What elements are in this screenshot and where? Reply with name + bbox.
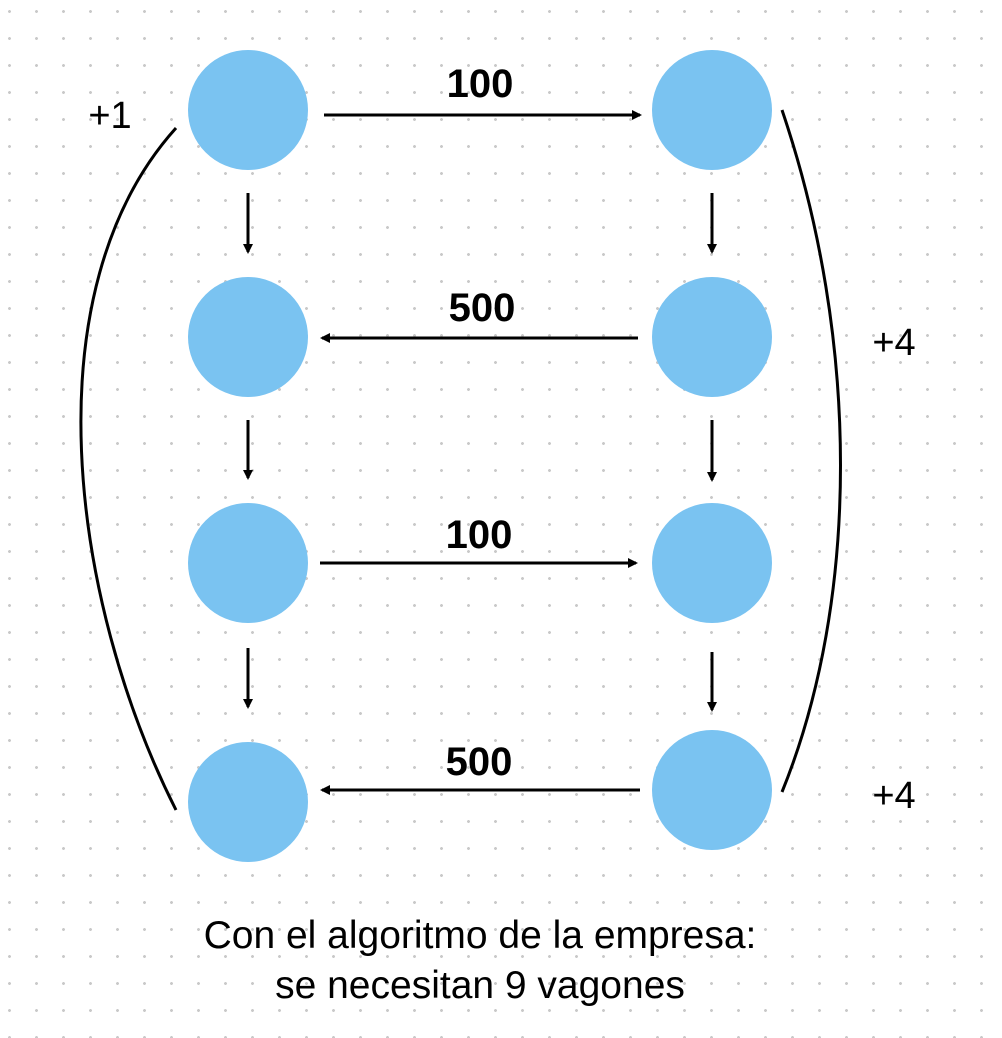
node-right-4 [652, 730, 772, 850]
node-left-2 [188, 277, 308, 397]
node-left-1 [188, 50, 308, 170]
caption-line-2: se necesitan 9 vagones [275, 964, 685, 1007]
increment-label-right-upper: +4 [872, 322, 915, 364]
left-bracket-curve [79, 126, 178, 811]
node-right-3 [652, 503, 772, 623]
edge-label-row-4: 500 [446, 740, 513, 784]
right-bracket-curve [780, 109, 842, 793]
increment-label-right-lower: +4 [872, 775, 915, 817]
increment-label-left: +1 [88, 95, 131, 137]
caption-line-1: Con el algoritmo de la empresa: [203, 914, 757, 957]
edge-label-row-2: 500 [449, 286, 516, 330]
node-right-2 [652, 277, 772, 397]
edge-label-row-3: 100 [446, 513, 513, 557]
node-left-3 [188, 503, 308, 623]
node-right-1 [652, 50, 772, 170]
edge-label-row-1: 100 [447, 62, 514, 106]
node-left-4 [188, 742, 308, 862]
